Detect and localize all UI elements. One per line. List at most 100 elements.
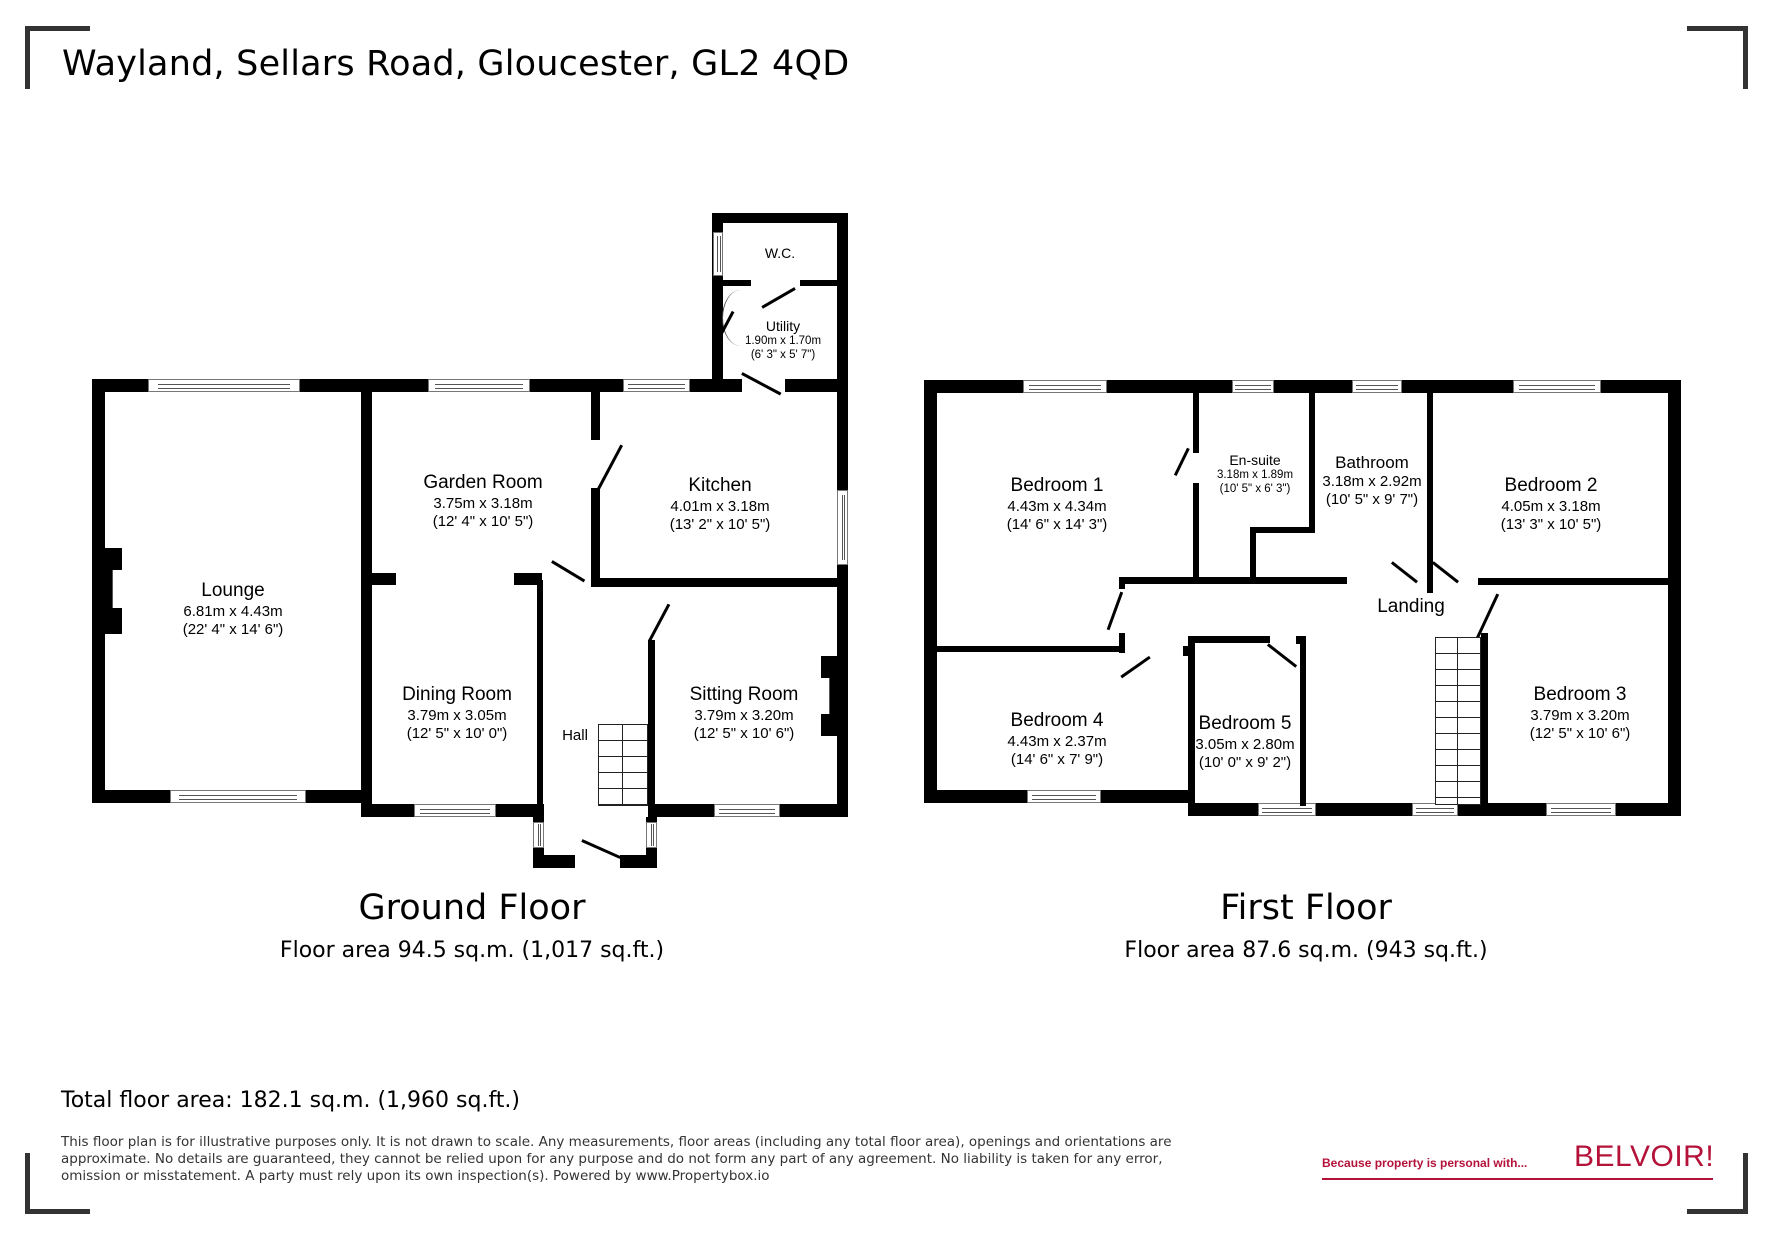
wall — [1478, 578, 1681, 585]
room-dimensions-imperial: (12' 5" x 10' 6") — [693, 724, 795, 742]
wall — [1193, 483, 1199, 583]
wall — [1119, 577, 1347, 584]
wall — [533, 855, 575, 868]
room-dimensions-imperial: (6' 3" x 5' 7") — [750, 348, 816, 361]
fireplace-opening — [112, 570, 123, 608]
floor-area: Floor area 94.5 sq.m. (1,017 sq.ft.) — [279, 938, 665, 963]
room-name: Bedroom 4 — [1010, 710, 1104, 731]
wall — [1183, 646, 1191, 656]
corner-bracket-top-right — [1687, 26, 1748, 89]
wall — [723, 280, 751, 286]
room-dimensions-metric: 1.90m x 1.70m — [744, 334, 822, 347]
room-name: Kitchen — [688, 475, 752, 496]
door-swing — [722, 290, 759, 346]
window — [646, 822, 657, 848]
room-dimensions-metric: 4.43m x 2.37m — [1007, 732, 1107, 750]
wall — [648, 640, 655, 820]
room-dimensions-imperial: (10' 5" x 6' 3") — [1219, 482, 1291, 495]
stairs — [598, 724, 648, 806]
door — [1432, 561, 1459, 583]
page-title: Wayland, Sellars Road, Gloucester, GL2 4… — [62, 44, 850, 84]
logo-underline — [1322, 1178, 1713, 1180]
total-floor-area: Total floor area: 182.1 sq.m. (1,960 sq.… — [61, 1088, 521, 1113]
room-name: Bedroom 2 — [1504, 475, 1598, 496]
wall — [92, 379, 105, 802]
window — [1258, 803, 1316, 816]
room-dimensions-imperial: (12' 5" x 10' 0") — [406, 724, 508, 742]
room-dimensions-imperial: (13' 3" x 10' 5") — [1500, 515, 1602, 533]
wall — [712, 213, 848, 223]
wall — [361, 379, 372, 817]
wall — [1193, 393, 1199, 453]
room-name: Bedroom 1 — [1010, 475, 1104, 496]
wall — [1119, 577, 1125, 589]
room-name: Landing — [1377, 596, 1445, 617]
window — [1513, 380, 1601, 393]
room-name: En-suite — [1229, 452, 1281, 468]
room-dimensions-metric: 3.05m x 2.80m — [1195, 735, 1295, 753]
room-dimensions-imperial: (14' 6" x 14' 3") — [1006, 515, 1108, 533]
window — [713, 232, 723, 276]
belvoir-logo: BELVOIR! — [1574, 1140, 1715, 1173]
window — [414, 804, 496, 817]
room-dimensions-metric: 3.18m x 1.89m — [1216, 468, 1294, 481]
wall — [591, 578, 848, 587]
window — [1232, 380, 1274, 393]
disclaimer-line: omission or misstatement. A party must r… — [61, 1168, 770, 1184]
door — [1267, 643, 1298, 668]
floor-title: Ground Floor — [358, 888, 586, 928]
wall — [1668, 380, 1681, 816]
window — [1546, 803, 1616, 816]
wall — [924, 380, 937, 803]
room-name: Utility — [765, 318, 801, 334]
room-dimensions-imperial: (13' 2" x 10' 5") — [669, 515, 771, 533]
window — [714, 804, 780, 817]
room-dimensions-imperial: (14' 6" x 7' 9") — [1010, 750, 1104, 768]
stairs-divider — [622, 724, 623, 806]
room-dimensions-metric: 3.79m x 3.20m — [694, 706, 794, 724]
room-dimensions-metric: 6.81m x 4.43m — [183, 602, 283, 620]
room-name: Bedroom 5 — [1198, 713, 1292, 734]
wall — [1427, 393, 1433, 593]
wall — [1250, 527, 1315, 533]
room-name: Sitting Room — [689, 684, 799, 705]
room-dimensions-metric: 3.79m x 3.05m — [407, 706, 507, 724]
room-name: Bathroom — [1335, 453, 1409, 472]
door — [1391, 561, 1418, 583]
stairs-divider — [1457, 637, 1458, 805]
wall — [1188, 636, 1195, 806]
wall — [1250, 527, 1256, 583]
floor-title: First Floor — [1220, 888, 1392, 928]
window — [1023, 380, 1107, 393]
wall — [514, 573, 542, 585]
corner-bracket-bottom-left — [25, 1153, 90, 1214]
wall — [537, 580, 543, 820]
room-dimensions-metric: 4.43m x 4.34m — [1007, 497, 1107, 515]
room-wc: W.C. — [765, 245, 795, 262]
room-dimensions-metric: 3.18m x 2.92m — [1322, 473, 1422, 491]
room-dimensions-metric: 4.05m x 3.18m — [1501, 497, 1601, 515]
door — [1476, 593, 1500, 639]
wall — [712, 213, 723, 389]
logo-tagline: Because property is personal with... — [1322, 1156, 1528, 1170]
first-floor-caption: First Floor Floor area 87.6 sq.m. (943 s… — [1124, 888, 1487, 963]
wall — [620, 855, 657, 868]
window — [837, 490, 848, 565]
room-dimensions-metric: 3.75m x 3.18m — [433, 494, 533, 512]
room-dimensions-imperial: (10' 0" x 9' 2") — [1198, 753, 1292, 771]
floor-area: Floor area 87.6 sq.m. (943 sq.ft.) — [1124, 938, 1488, 963]
disclaimer-line: approximate. No details are guaranteed, … — [61, 1151, 1163, 1167]
room-name: Bedroom 3 — [1533, 684, 1627, 705]
